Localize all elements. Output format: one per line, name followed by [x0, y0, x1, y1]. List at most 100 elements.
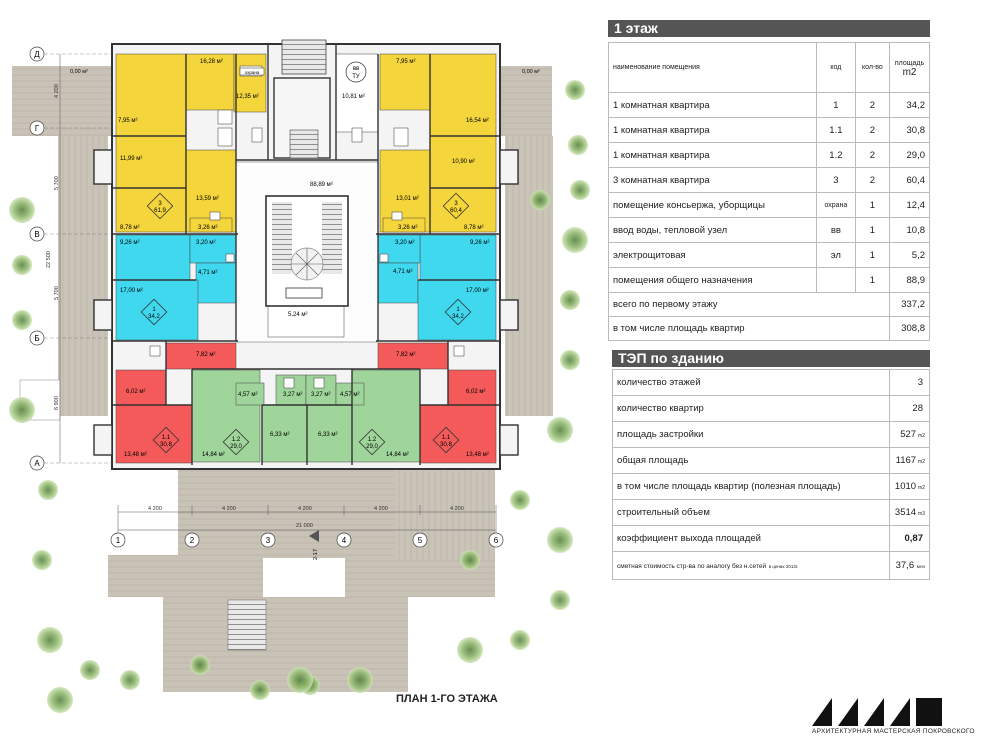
landscape-trees: [9, 80, 590, 713]
cell-value: 28: [889, 395, 930, 422]
cell-name: ввод воды, тепловой узел: [607, 217, 818, 243]
room-area: 6,02 м²: [447, 369, 497, 406]
room-area: 11,99 м²: [115, 135, 187, 189]
svg-text:Г: Г: [35, 124, 40, 133]
axis-marker: А: [29, 455, 112, 471]
tree-icon: [547, 527, 573, 553]
tree-icon: [560, 290, 580, 310]
room-area-label: 14,84 м²: [386, 452, 409, 458]
tree-icon: [120, 670, 140, 690]
cell-value: 0,87: [889, 525, 930, 552]
axis-marker: 3: [260, 532, 276, 548]
cell-code: вв: [816, 217, 856, 243]
room-area: 4,57 м²: [335, 382, 365, 406]
stair-core: [265, 39, 349, 307]
col-name: наименование помещения: [607, 42, 818, 93]
cell-value: 3: [889, 369, 930, 396]
room-area-label: 3,26 м²: [398, 225, 417, 231]
col-area-unit: m2: [902, 66, 917, 78]
room-area-label: 17,00 м²: [466, 288, 489, 294]
value-num: 3514: [894, 507, 917, 518]
cell-name: общая площадь: [612, 447, 890, 474]
room-area: 7,95 м²: [115, 53, 187, 137]
dimension-texts: 4 200 4 200 4 200 4 200 4 200 21 000: [148, 506, 464, 529]
tree-icon: [37, 627, 63, 653]
room-area-label: 88,89 м²: [310, 182, 333, 188]
room-area-label: 9,26 м²: [120, 240, 139, 246]
apartment-badge: 1.229,0: [222, 428, 250, 456]
tree-icon: [38, 480, 58, 500]
cell-name: площадь застройки: [612, 421, 890, 448]
value-unit: m2: [918, 433, 925, 439]
tree-icon: [547, 417, 573, 443]
cost-unit: млн: [916, 564, 925, 569]
room-area-label: 14,84 м²: [202, 452, 225, 458]
tree-icon: [568, 135, 588, 155]
cell-area: 34,2: [889, 92, 930, 118]
cell-code: 1: [816, 92, 856, 118]
svg-text:Д: Д: [34, 50, 40, 59]
floor1-title: 1 этаж: [608, 20, 930, 37]
table-row: в том числе площадь квартир 308,8: [607, 316, 930, 341]
apartment-badge: 134,2: [140, 298, 168, 326]
tree-icon: [550, 590, 570, 610]
cell-name: 1 комнатная квартира: [607, 142, 818, 168]
room-area-label: 16,54 м²: [466, 118, 489, 124]
room-area-label: 12,35 м²: [236, 94, 259, 100]
value-num: 0,87: [904, 533, 924, 544]
svg-text:3: 3: [266, 536, 271, 545]
room-area: 5,24 м²: [267, 304, 345, 338]
axis-marker: Д: [29, 46, 112, 62]
room-area-label: 7,82 м²: [196, 352, 215, 358]
svg-text:6: 6: [494, 536, 499, 545]
room-area-label: 6,02 м²: [466, 389, 485, 395]
tree-icon: [560, 350, 580, 370]
cell-qty: 2: [854, 167, 891, 193]
total-value: 337,2: [889, 292, 930, 317]
room-area-label: 16,28 м²: [200, 59, 223, 65]
cell-qty: 2: [854, 92, 891, 118]
apartment-badge: 1.130,8: [152, 426, 180, 454]
room-area-label: 13,59 м²: [196, 196, 219, 202]
room-area-label: 3,26 м²: [198, 225, 217, 231]
axis-marker: Б: [29, 330, 112, 346]
room-area: 6,02 м²: [115, 369, 167, 406]
room-area-label: 3,27 м²: [283, 392, 302, 398]
badge-text: 3: [454, 201, 458, 207]
room-area: 3,20 м²: [377, 234, 421, 264]
cell-code: эл: [816, 242, 856, 268]
table-row: в том числе площадь квартир (полезная пл…: [612, 473, 930, 500]
cell-area: 88,9: [889, 267, 930, 293]
room-area: 9,26 м²: [115, 234, 191, 281]
cell-qty: 1: [854, 267, 891, 293]
room-area-label: 6,02 м²: [126, 389, 145, 395]
room-area: 8,78 м²: [429, 187, 497, 233]
room-area-label: 4,71 м²: [198, 270, 217, 276]
room-area: 7,82 м²: [377, 342, 449, 370]
apt-value: 308,8: [889, 316, 930, 341]
axis-marker: 6: [488, 532, 504, 548]
room-area-label: 4,57 м²: [340, 392, 359, 398]
svg-text:5: 5: [418, 536, 423, 545]
room-area: 3,26 м²: [382, 217, 426, 233]
col-code: код: [816, 42, 856, 93]
tag-tu: ТУ: [352, 74, 360, 80]
room-area-label: 3,27 м²: [311, 392, 330, 398]
cell-area: 10,8: [889, 217, 930, 243]
cell-area: 5,2: [889, 242, 930, 268]
dim-left: 22 500: [46, 251, 52, 268]
cost-label: сметная стоимость стр-ва по аналогу без …: [612, 551, 890, 580]
table-header-row: наименование помещения код кол-во площад…: [607, 42, 930, 93]
cell-qty: 1: [854, 192, 891, 218]
dim-left: 4 200: [54, 84, 60, 98]
room-area: 6,33 м²: [261, 404, 308, 463]
